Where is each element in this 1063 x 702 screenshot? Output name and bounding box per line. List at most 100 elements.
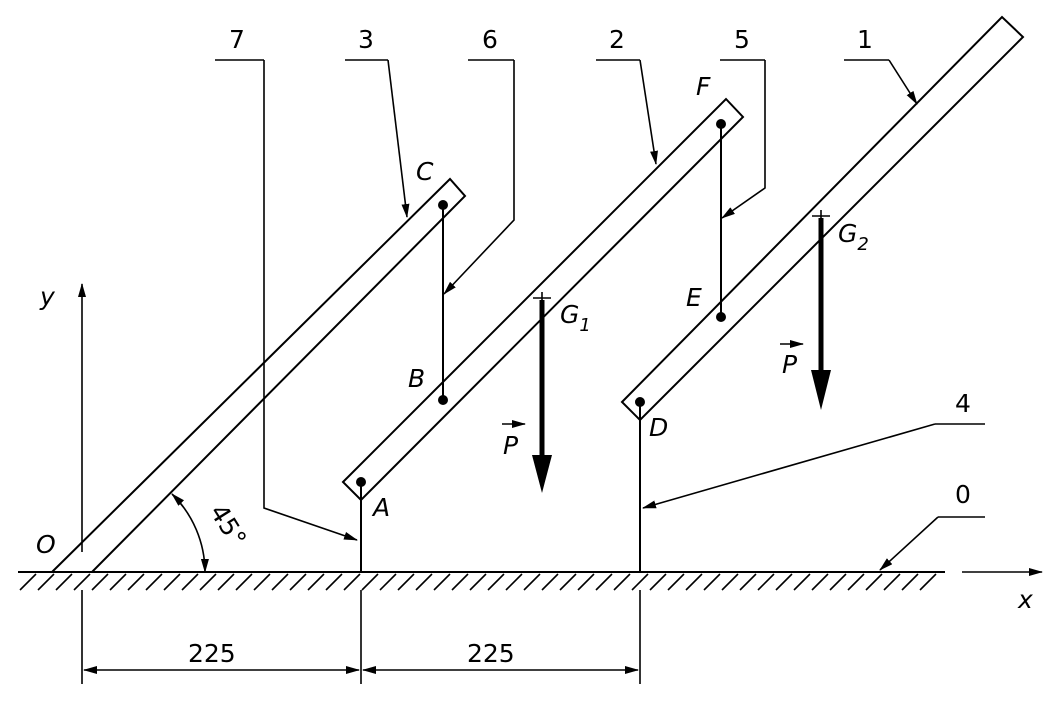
ground-hatch-line	[847, 573, 865, 591]
leader-2: 2	[596, 25, 658, 165]
svg-text:5: 5	[734, 25, 750, 54]
joint-e	[716, 312, 726, 322]
ground-hatch-line	[415, 573, 433, 591]
svg-text:3: 3	[358, 25, 374, 54]
y-axis-label: y	[39, 282, 56, 311]
ground-hatch-line	[127, 573, 145, 591]
ground-hatch-line	[181, 573, 199, 591]
ground-hatch-line	[631, 573, 649, 591]
force-p1: P	[502, 420, 526, 460]
ground-hatch-line	[379, 573, 397, 591]
label-origin: O	[36, 530, 56, 559]
bar-1	[620, 15, 1025, 422]
ground-hatch-line	[325, 573, 343, 591]
svg-text:2: 2	[609, 25, 625, 54]
ground-hatch-line	[865, 573, 883, 591]
ground-hatch-line	[289, 573, 307, 591]
leader-1: 1	[844, 25, 918, 105]
ground-hatch-line	[217, 573, 235, 591]
label-f: F	[696, 72, 711, 101]
ground-hatch-line	[469, 573, 487, 591]
center-g1: G1	[532, 292, 591, 493]
ground-hatch-line	[685, 573, 703, 591]
ground-hatch-line	[667, 573, 685, 591]
svg-text:1: 1	[857, 25, 873, 54]
svg-text:G2: G2	[838, 219, 869, 255]
ground-hatch-line	[361, 573, 379, 591]
svg-text:6: 6	[482, 25, 498, 54]
ground-hatch-line	[577, 573, 595, 591]
svg-text:P: P	[503, 431, 519, 460]
ground-hatch-line	[721, 573, 739, 591]
ground-hatch-line	[505, 573, 523, 591]
bar-3	[49, 177, 467, 573]
ground-hatch-line	[73, 573, 91, 591]
ground-hatch-line	[109, 573, 127, 591]
force-p2: P	[780, 340, 804, 379]
ground-hatch-line	[397, 573, 415, 591]
label-b: B	[408, 364, 425, 393]
ground-hatch-line	[595, 573, 613, 591]
ground-hatch-line	[901, 573, 919, 591]
ground-hatch-line	[559, 573, 577, 591]
joint-d	[635, 397, 645, 407]
ground-hatch-line	[37, 573, 55, 591]
ground-hatch-line	[343, 573, 361, 591]
ground-hatch-line	[523, 573, 541, 591]
ground-hatch-line	[703, 573, 721, 591]
svg-text:0: 0	[955, 480, 971, 509]
dimension-right: 225	[362, 590, 641, 684]
leader-5: 5	[720, 25, 766, 219]
ground-hatch-line	[55, 573, 73, 591]
ground-hatch-line	[649, 573, 667, 591]
ground-hatch-line	[451, 573, 469, 591]
dimension-left: 225	[81, 590, 362, 684]
ground-hatch-line	[235, 573, 253, 591]
leader-4: 4	[642, 389, 985, 509]
x-axis-label: x	[1017, 585, 1033, 614]
svg-text:4: 4	[955, 389, 971, 418]
label-a: A	[371, 493, 390, 522]
ground-hatch-line	[739, 573, 757, 591]
joint-a	[356, 477, 366, 487]
angle-45: 45°	[171, 493, 252, 573]
ground-hatch-line	[487, 573, 505, 591]
svg-text:7: 7	[229, 25, 245, 54]
ground-hatch-line	[829, 573, 847, 591]
svg-text:P: P	[782, 350, 798, 379]
bar-2	[341, 97, 745, 502]
svg-text:45°: 45°	[204, 499, 252, 552]
ground-hatch-line	[433, 573, 451, 591]
joint-c	[438, 200, 448, 210]
label-e: E	[686, 283, 702, 312]
leader-3: 3	[345, 25, 410, 218]
svg-text:225: 225	[188, 639, 236, 668]
ground-hatch-line	[91, 573, 109, 591]
ground-hatch-line	[253, 573, 271, 591]
leader-7: 7	[215, 25, 358, 541]
ground-hatch-line	[199, 573, 217, 591]
ground-hatch-line	[163, 573, 181, 591]
ground-hatch-line	[19, 573, 37, 591]
ground-hatch-line	[775, 573, 793, 591]
ground-hatch-line	[613, 573, 631, 591]
ground-hatch-line	[883, 573, 901, 591]
ground-hatch-line	[919, 573, 937, 591]
leader-6: 6	[443, 25, 515, 295]
label-c: C	[416, 157, 434, 186]
ground-hatch-line	[793, 573, 811, 591]
label-d: D	[649, 413, 668, 442]
ground-hatch-line	[271, 573, 289, 591]
svg-text:225: 225	[467, 639, 515, 668]
ground-hatch-line	[757, 573, 775, 591]
ground-hatch-line	[811, 573, 829, 591]
joint-b	[438, 395, 448, 405]
ground-hatch-line	[145, 573, 163, 591]
ground-hatch-line	[307, 573, 325, 591]
ground-hatch-line	[541, 573, 559, 591]
svg-text:G1: G1	[560, 300, 591, 336]
leader-0: 0	[879, 480, 985, 571]
joint-f	[716, 119, 726, 129]
center-g2: G2	[811, 210, 869, 410]
ground	[18, 571, 945, 591]
